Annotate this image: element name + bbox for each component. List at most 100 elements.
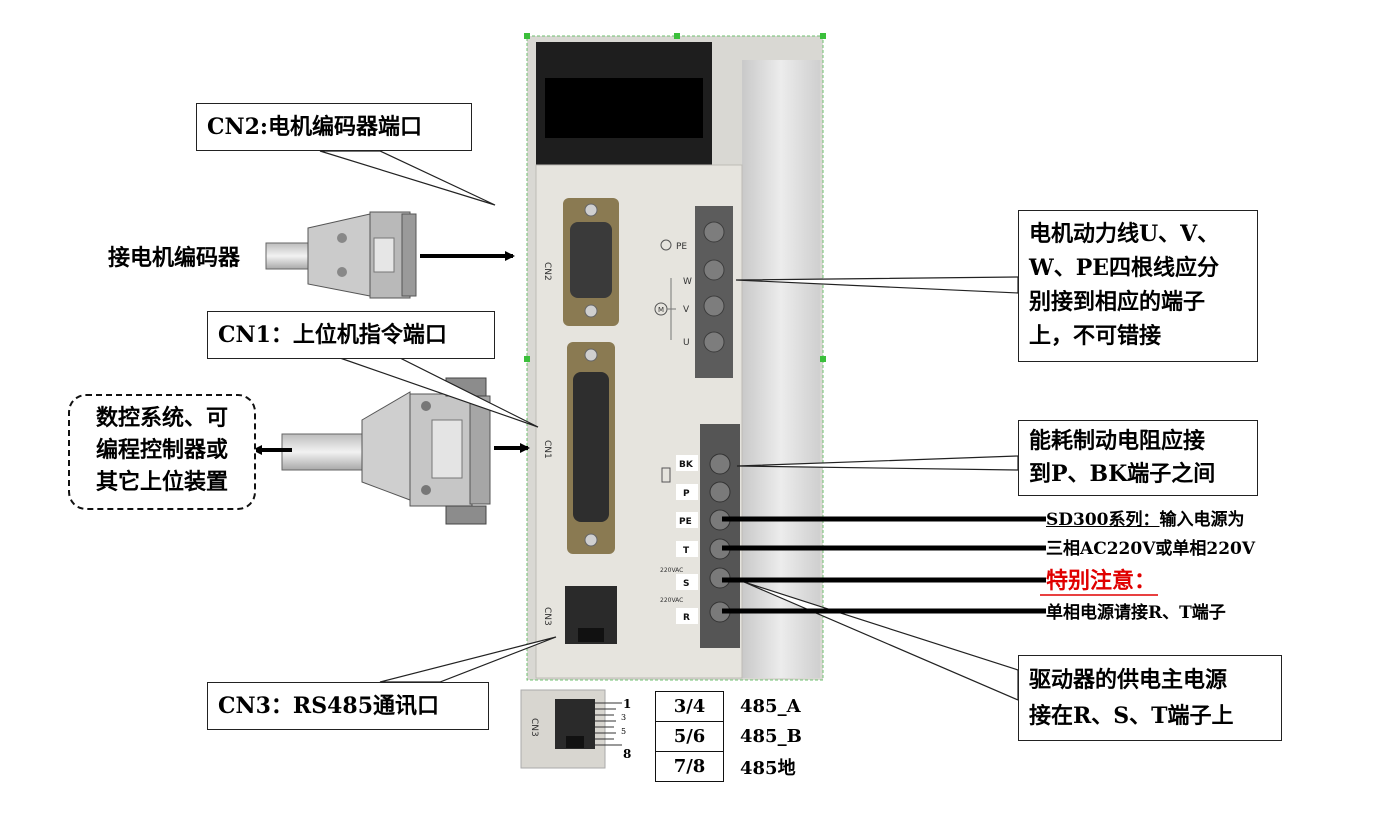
cn2-callout-text: CN2:电机编码器端口 (207, 114, 423, 140)
cn1-callout-text: CN1：上位机指令端口 (218, 322, 447, 348)
encoder-screw (337, 267, 347, 277)
main-power-line: 驱动器的供电主电源 (1029, 667, 1228, 693)
cn1-callout: CN1：上位机指令端口 (207, 311, 495, 359)
port-label-cn2: CN2 (542, 262, 552, 281)
terminal-label-w: W (683, 277, 692, 287)
cn1-screw-top (584, 348, 598, 362)
voltage-mark: 220VAC (660, 567, 683, 574)
terminal-tag (676, 512, 698, 528)
motor-power-line: 上，不可错接 (1029, 323, 1162, 349)
host-thumbscrew (445, 505, 487, 525)
motor-power-line: 电机动力线U、V、 (1029, 221, 1220, 247)
host-devices-line: 数控系统、可 (95, 405, 228, 431)
pin-cell: 3/4 (655, 691, 724, 722)
signal-cell: 485_A (740, 696, 801, 717)
table-row: 3/4 485_A (655, 691, 834, 722)
port-label-cn1: CN1 (542, 440, 552, 459)
selection-handle (524, 356, 530, 362)
rj45-detail: CN3 1 3 5 8 (520, 689, 631, 769)
host-flange (469, 395, 491, 505)
rj45-pin-number: 3 (621, 713, 626, 722)
cn1-screw-bottom (584, 533, 598, 547)
terminal-label-bk: BK (679, 460, 694, 470)
rj45-pin-number: 8 (623, 747, 631, 761)
three-phase-label: 三相AC220V或单相220V (1046, 539, 1256, 559)
brake-resistor-line: 到P、BK端子之间 (1029, 461, 1216, 487)
main-power-line: 接在R、S、T端子上 (1029, 703, 1234, 729)
power-input-label: SD300系列：输入电源为 (1046, 509, 1245, 531)
table-row: 5/6 485_B (655, 721, 834, 752)
encoder-label: 接电机编码器 (108, 245, 241, 271)
cn2-screw-bottom (584, 304, 598, 318)
terminal-label-p: P (683, 489, 690, 499)
terminal-label-r: R (683, 613, 690, 623)
host-devices-line: 其它上位装置 (95, 469, 228, 495)
port-label-cn3: CN3 (542, 607, 552, 626)
rj45-port-label: CN3 (529, 718, 539, 737)
rs485-pin-table: 3/4 485_A 5/6 485_B 7/8 485地 (655, 691, 834, 782)
sd300-series-label: SD300系列： (1046, 510, 1160, 530)
terminal-label-pe-motor: PE (676, 242, 687, 252)
terminal-screw (703, 295, 725, 317)
host-devices-line: 编程控制器或 (95, 437, 228, 463)
signal-cell: 485_B (740, 726, 802, 747)
rj45-latch (566, 736, 584, 748)
motor-power-line: 别接到相应的端子 (1029, 289, 1206, 315)
selection-handle (820, 356, 826, 362)
brake-resistor-callout: 能耗制动电阻应接 到P、BK端子之间 (1018, 420, 1258, 496)
terminal-screw (709, 481, 731, 503)
terminal-label-t: T (683, 546, 690, 556)
terminal-screw (703, 259, 725, 281)
host-hood (361, 391, 411, 501)
rj45-pin-number: 1 (623, 697, 631, 711)
single-phase-label: 单相电源请接R、T端子 (1046, 603, 1226, 623)
cn2-port (570, 222, 612, 298)
cn3-callout: CN3：RS485通讯口 (207, 682, 489, 730)
motor-power-callout: 电机动力线U、V、 W、PE四根线应分 别接到相应的端子 上，不可错接 (1018, 210, 1258, 362)
motor-power-line: W、PE四根线应分 (1029, 255, 1220, 281)
terminal-tag (676, 484, 698, 500)
terminal-label-v: V (683, 305, 690, 315)
host-devices-callout: 数控系统、可 编程控制器或 其它上位装置 (68, 394, 256, 510)
terminal-screw (709, 453, 731, 475)
encoder-screw (337, 233, 347, 243)
terminal-label-s: S (683, 579, 689, 589)
attention-label: 特别注意： (1046, 568, 1157, 594)
heatsink (742, 60, 820, 678)
resistor-symbol-icon (661, 467, 671, 483)
host-screw (421, 485, 431, 495)
terminal-screw (703, 331, 725, 353)
power-input-text: 输入电源为 (1159, 510, 1245, 530)
display-window (545, 78, 703, 138)
cn3-callout-text: CN3：RS485通讯口 (218, 693, 440, 719)
table-row: 7/8 485地 (655, 751, 834, 782)
terminal-tag (676, 541, 698, 557)
terminal-tag (676, 574, 698, 590)
host-shell-window (431, 419, 463, 479)
terminal-label-pe-power: PE (679, 517, 692, 527)
encoder-connector (265, 211, 417, 299)
host-connector (281, 377, 491, 525)
encoder-hood (307, 213, 371, 297)
ground-symbol-icon (660, 239, 672, 251)
terminal-tag (676, 608, 698, 624)
voltage-mark: 220VAC (660, 597, 683, 604)
cn2-callout: CN2:电机编码器端口 (196, 103, 472, 151)
terminal-label-u: U (683, 338, 690, 348)
cn3-port-latch (578, 628, 604, 642)
cn2-screw-top (584, 203, 598, 217)
encoder-flange (401, 213, 417, 297)
host-cable (281, 433, 375, 471)
pointer-cn2 (319, 150, 496, 206)
selection-handle (820, 33, 826, 39)
encoder-shell-window (373, 237, 395, 273)
pin-cell: 7/8 (655, 751, 724, 782)
brake-resistor-line: 能耗制动电阻应接 (1029, 428, 1206, 454)
selection-handle (524, 33, 530, 39)
terminal-screw (703, 221, 725, 243)
terminal-tag (676, 455, 698, 471)
host-screw (421, 401, 431, 411)
signal-cell: 485地 (740, 757, 796, 779)
main-power-callout: 驱动器的供电主电源 接在R、S、T端子上 (1018, 655, 1282, 741)
pin-cell: 5/6 (655, 721, 724, 752)
